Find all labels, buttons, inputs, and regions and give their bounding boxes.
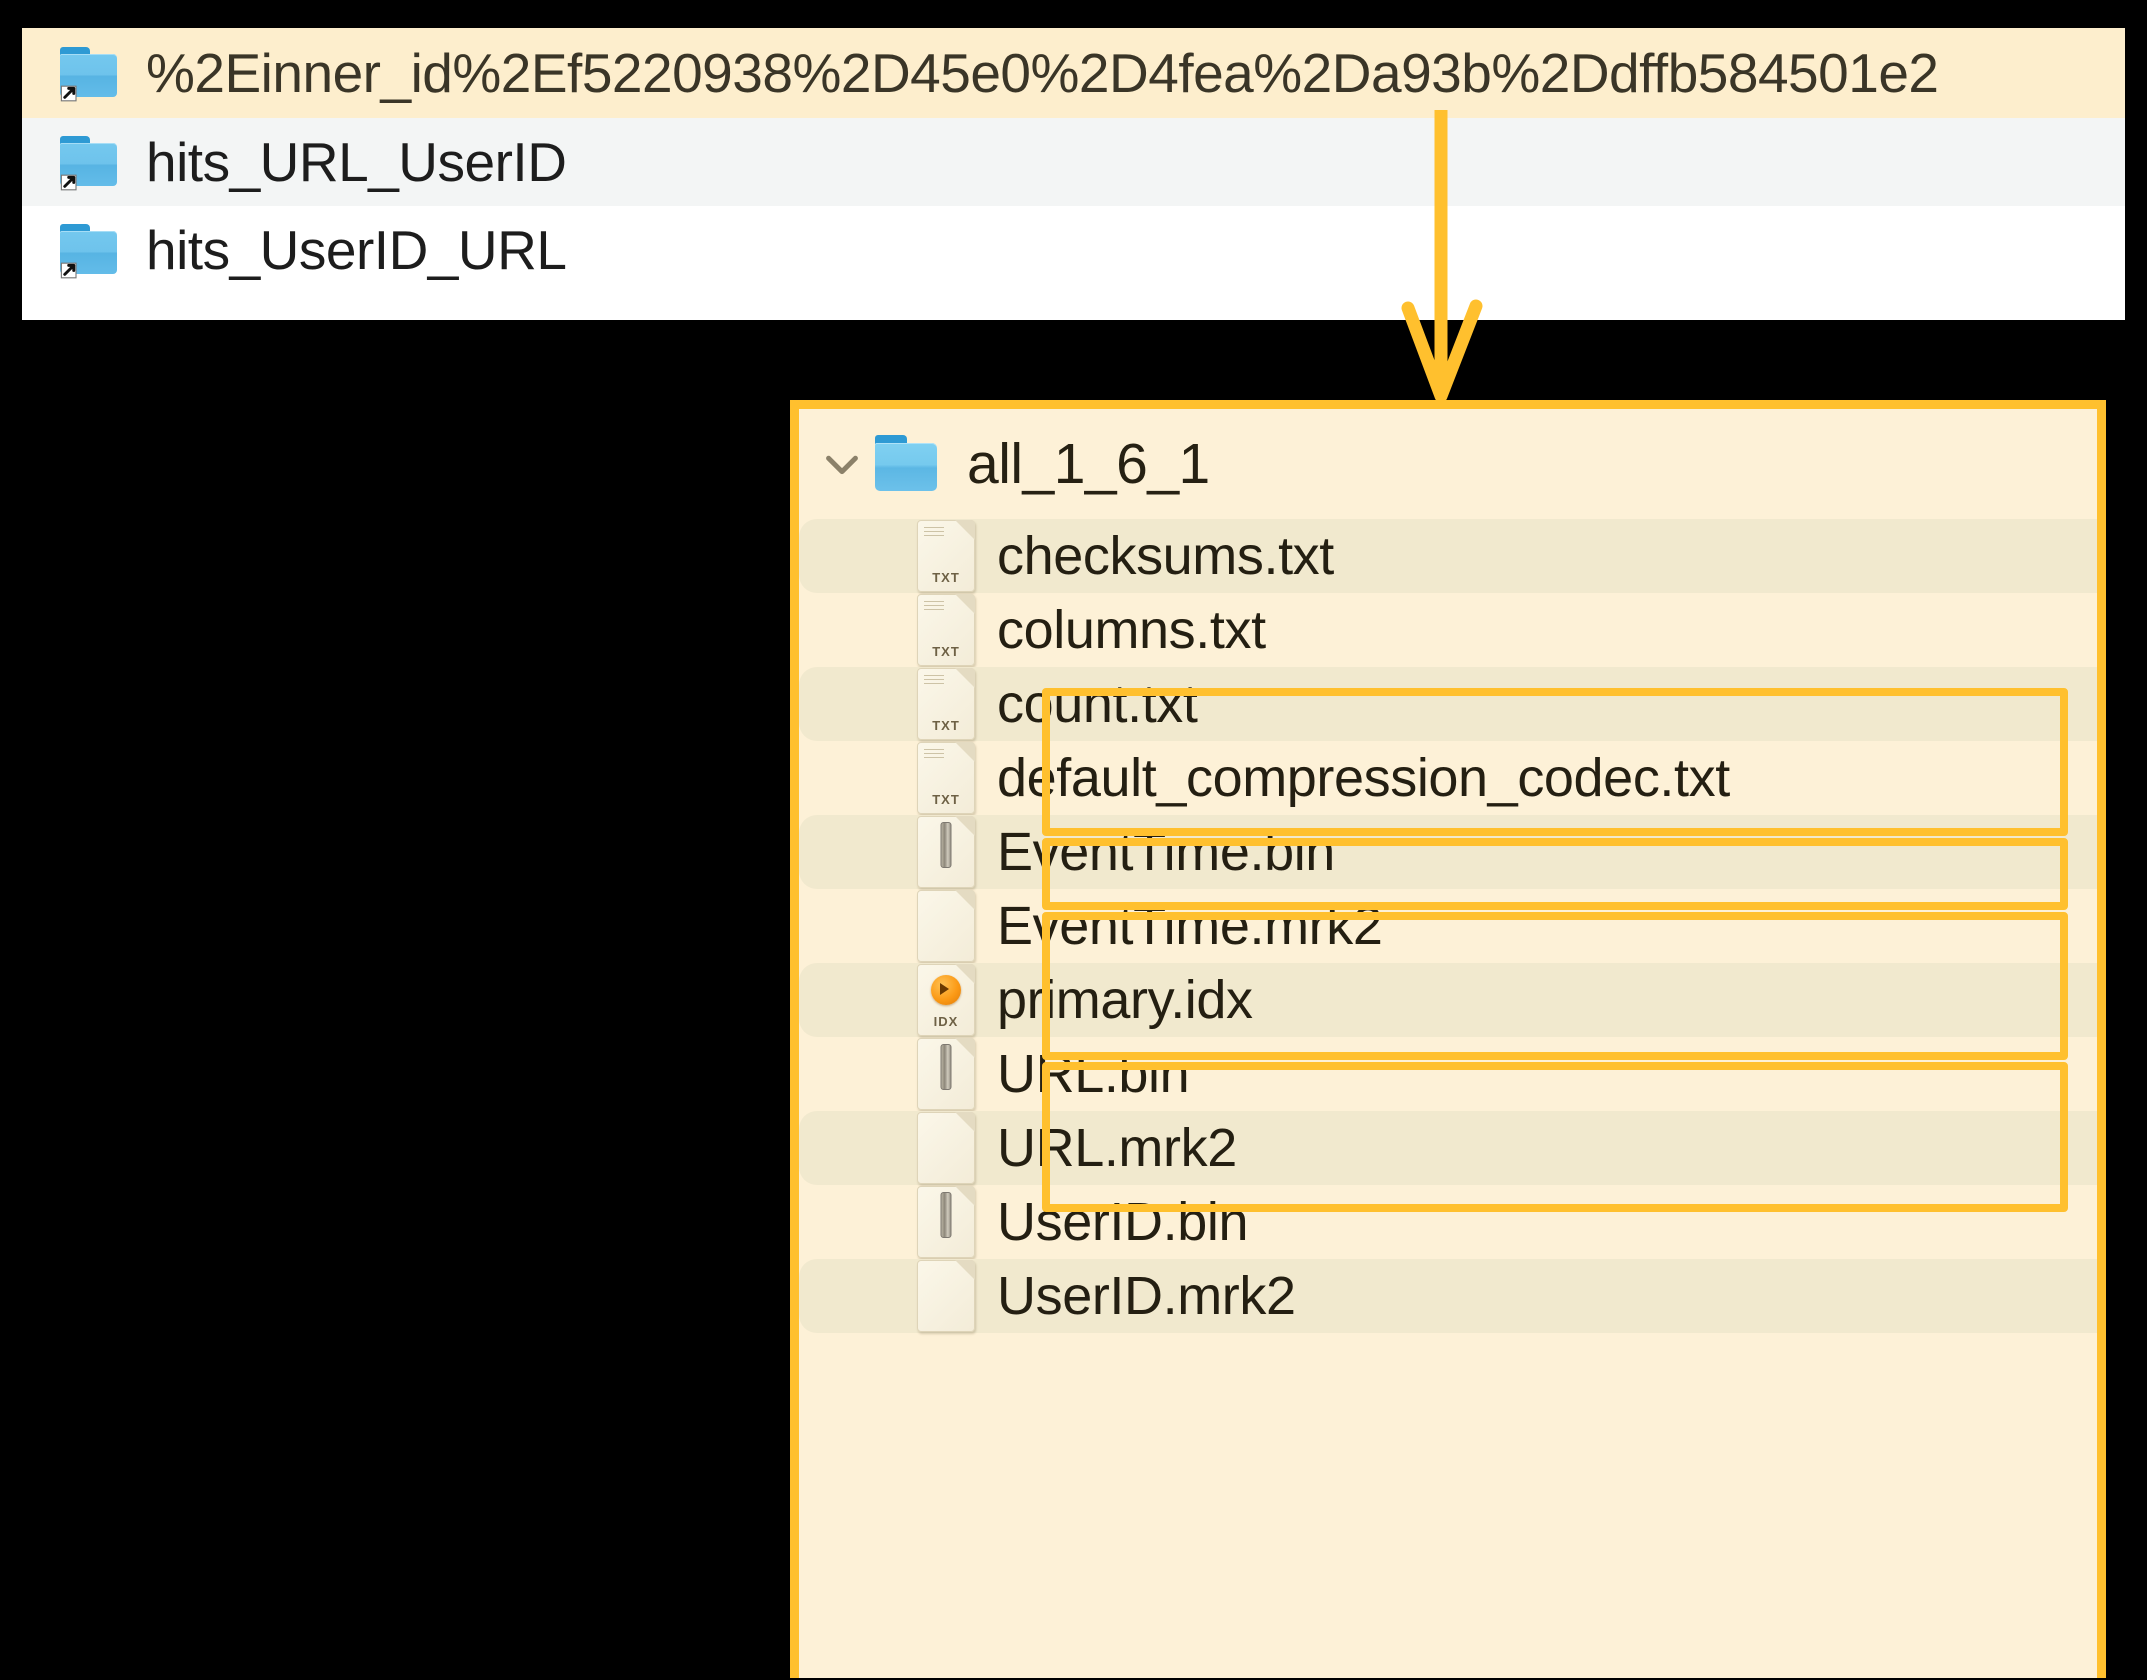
chevron-down-icon[interactable] <box>819 441 865 487</box>
bin-file-icon <box>917 1186 975 1258</box>
part-directory-panel: all_1_6_1 TXT checksums.txt TXT columns.… <box>790 400 2106 1678</box>
folder-symlink-icon <box>58 45 120 102</box>
file-row[interactable]: TXT default_compression_codec.txt <box>799 741 2097 815</box>
file-name: URL.mrk2 <box>997 1118 1237 1178</box>
file-name: URL.bin <box>997 1044 1190 1104</box>
blank-file-icon <box>917 1112 975 1184</box>
file-name: UserID.mrk2 <box>997 1266 1296 1326</box>
list-item[interactable]: hits_UserID_URL <box>22 206 2125 294</box>
file-row[interactable]: URL.bin <box>799 1037 2097 1111</box>
bin-file-icon <box>917 816 975 888</box>
blank-file-icon <box>917 890 975 962</box>
list-item[interactable]: %2Einner_id%2Ef5220938%2D45e0%2D4fea%2Da… <box>22 28 2125 118</box>
txt-file-icon: TXT <box>917 594 975 666</box>
file-row[interactable]: IDX primary.idx <box>799 963 2097 1037</box>
file-row[interactable]: TXT count.txt <box>799 667 2097 741</box>
part-folder-header[interactable]: all_1_6_1 <box>799 409 2097 519</box>
file-row[interactable]: UserID.mrk2 <box>799 1259 2097 1333</box>
bin-file-icon <box>917 1038 975 1110</box>
list-item[interactable]: hits_URL_UserID <box>22 118 2125 206</box>
part-folder-name: all_1_6_1 <box>967 432 1210 496</box>
txt-file-icon: TXT <box>917 668 975 740</box>
file-name: columns.txt <box>997 600 1266 660</box>
folder-symlink-icon <box>58 222 120 279</box>
file-name: EventTime.bin <box>997 822 1335 882</box>
file-row[interactable]: EventTime.mrk2 <box>799 889 2097 963</box>
file-row[interactable]: EventTime.bin <box>799 815 2097 889</box>
file-name: EventTime.mrk2 <box>997 896 1383 956</box>
file-row[interactable]: TXT columns.txt <box>799 593 2097 667</box>
blank-file-icon <box>917 1260 975 1332</box>
list-item-label: hits_UserID_URL <box>146 218 567 281</box>
file-name: count.txt <box>997 674 1198 734</box>
list-item-label: %2Einner_id%2Ef5220938%2D45e0%2D4fea%2Da… <box>146 41 1939 104</box>
file-row[interactable]: URL.mrk2 <box>799 1111 2097 1185</box>
file-name: default_compression_codec.txt <box>997 748 1730 808</box>
folder-icon <box>873 435 939 493</box>
file-name: primary.idx <box>997 970 1253 1030</box>
idx-file-icon: IDX <box>917 964 975 1036</box>
file-row[interactable]: UserID.bin <box>799 1185 2097 1259</box>
down-arrow-icon <box>1401 110 1483 403</box>
file-row[interactable]: TXT checksums.txt <box>799 519 2097 593</box>
symlink-folder-list: %2Einner_id%2Ef5220938%2D45e0%2D4fea%2Da… <box>22 28 2125 320</box>
file-name: checksums.txt <box>997 526 1334 586</box>
folder-symlink-icon <box>58 134 120 191</box>
list-item-label: hits_URL_UserID <box>146 130 567 193</box>
txt-file-icon: TXT <box>917 742 975 814</box>
txt-file-icon: TXT <box>917 520 975 592</box>
file-name: UserID.bin <box>997 1192 1249 1252</box>
